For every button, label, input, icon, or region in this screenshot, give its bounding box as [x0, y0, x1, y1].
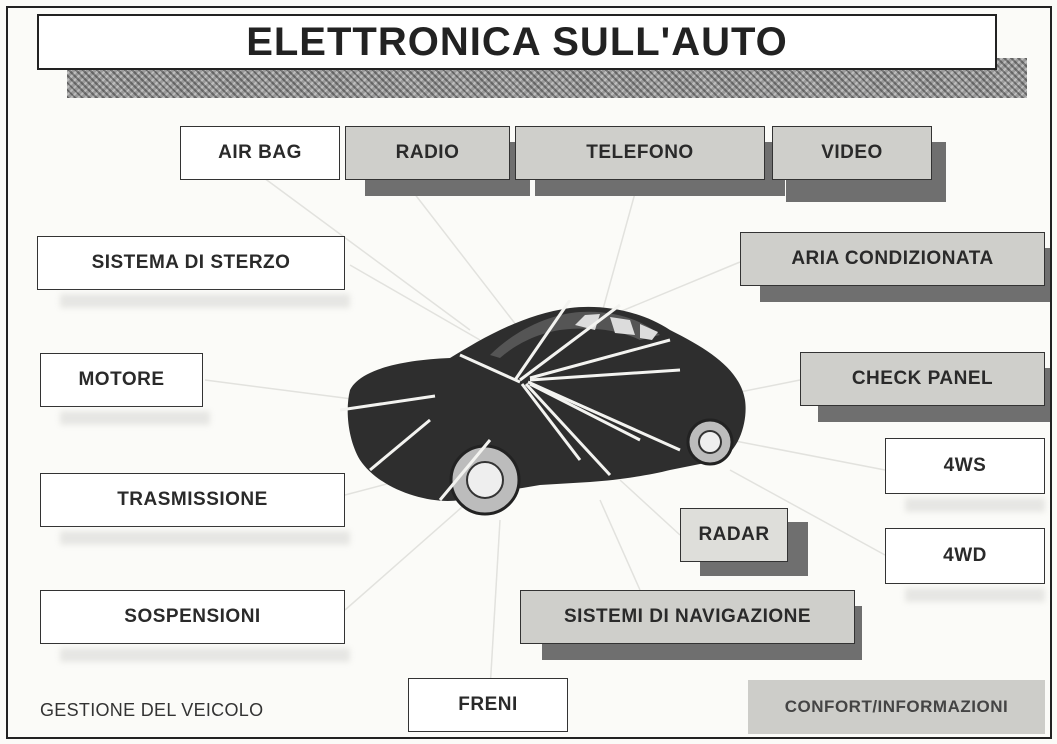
node-sistema-di-sterzo-label: SISTEMA DI STERZO	[37, 236, 345, 290]
node-trasmissione-soft-shadow	[60, 531, 350, 545]
node-check-panel: CHECK PANEL	[800, 352, 1050, 422]
label-gestione-del-veicolo: GESTIONE DEL VEICOLO	[40, 700, 264, 720]
node-freni: FRENI	[408, 678, 568, 732]
node-4ws-soft-shadow	[905, 498, 1045, 512]
node-air-bag-label: AIR BAG	[180, 126, 340, 180]
node-air-bag: AIR BAG	[180, 126, 340, 180]
node-4wd: 4WD	[885, 528, 1045, 584]
node-sistema-di-sterzo: SISTEMA DI STERZO	[37, 236, 345, 290]
node-motore-soft-shadow	[60, 411, 210, 425]
connector-sospensioni	[344, 499, 471, 611]
connector-telefono	[599, 174, 641, 321]
node-sterzo-soft-shadow	[60, 294, 350, 308]
node-radar: RADAR	[680, 508, 808, 576]
node-trasmissione-label: TRASMISSIONE	[40, 473, 345, 527]
connector-4ws	[729, 439, 886, 471]
node-4wd-label: 4WD	[885, 528, 1045, 584]
node-radio-label: RADIO	[345, 126, 510, 180]
node-4wd-soft-shadow	[905, 588, 1045, 602]
connector-sterzo	[349, 264, 481, 341]
node-sospensioni-label: SOSPENSIONI	[40, 590, 345, 644]
node-check-panel-label: CHECK PANEL	[800, 352, 1045, 406]
car-icon	[340, 300, 746, 516]
connector-motore	[204, 379, 361, 401]
connector-airbag	[259, 174, 471, 331]
node-trasmissione: TRASMISSIONE	[40, 473, 345, 527]
node-video-label: VIDEO	[772, 126, 932, 180]
node-4ws-label: 4WS	[885, 438, 1045, 494]
connector-aria	[599, 261, 741, 321]
connector-radio	[399, 174, 521, 331]
node-freni-label: FRENI	[408, 678, 568, 732]
node-sistemi-di-navigazione: SISTEMI DI NAVIGAZIONE	[520, 590, 862, 660]
node-sospensioni: SOSPENSIONI	[40, 590, 345, 644]
label-confort-informazioni-text: CONFORT/INFORMAZIONI	[748, 680, 1045, 734]
node-motore: MOTORE	[40, 353, 203, 407]
connector-4wd	[729, 469, 886, 556]
node-4ws: 4WS	[885, 438, 1045, 494]
node-radio: RADIO	[345, 126, 530, 196]
connector-freni	[489, 519, 501, 691]
node-radar-label: RADAR	[680, 508, 788, 562]
connector-navigazione	[599, 499, 641, 591]
node-telefono: TELEFONO	[515, 126, 785, 196]
label-confort-informazioni: CONFORT/INFORMAZIONI	[748, 680, 1045, 734]
page-title: ELETTRONICA SULL'AUTO	[37, 14, 997, 70]
node-motore-label: MOTORE	[40, 353, 203, 407]
node-sistemi-di-navigazione-label: SISTEMI DI NAVIGAZIONE	[520, 590, 855, 644]
node-sospensioni-soft-shadow	[60, 648, 350, 662]
connector-radar	[619, 479, 681, 536]
title-banner: ELETTRONICA SULL'AUTO	[37, 14, 1027, 98]
node-aria-condizionata-label: ARIA CONDIZIONATA	[740, 232, 1045, 286]
node-telefono-label: TELEFONO	[515, 126, 765, 180]
node-aria-condizionata: ARIA CONDIZIONATA	[740, 232, 1050, 302]
node-video: VIDEO	[772, 126, 946, 202]
diagram-frame	[6, 6, 1052, 739]
